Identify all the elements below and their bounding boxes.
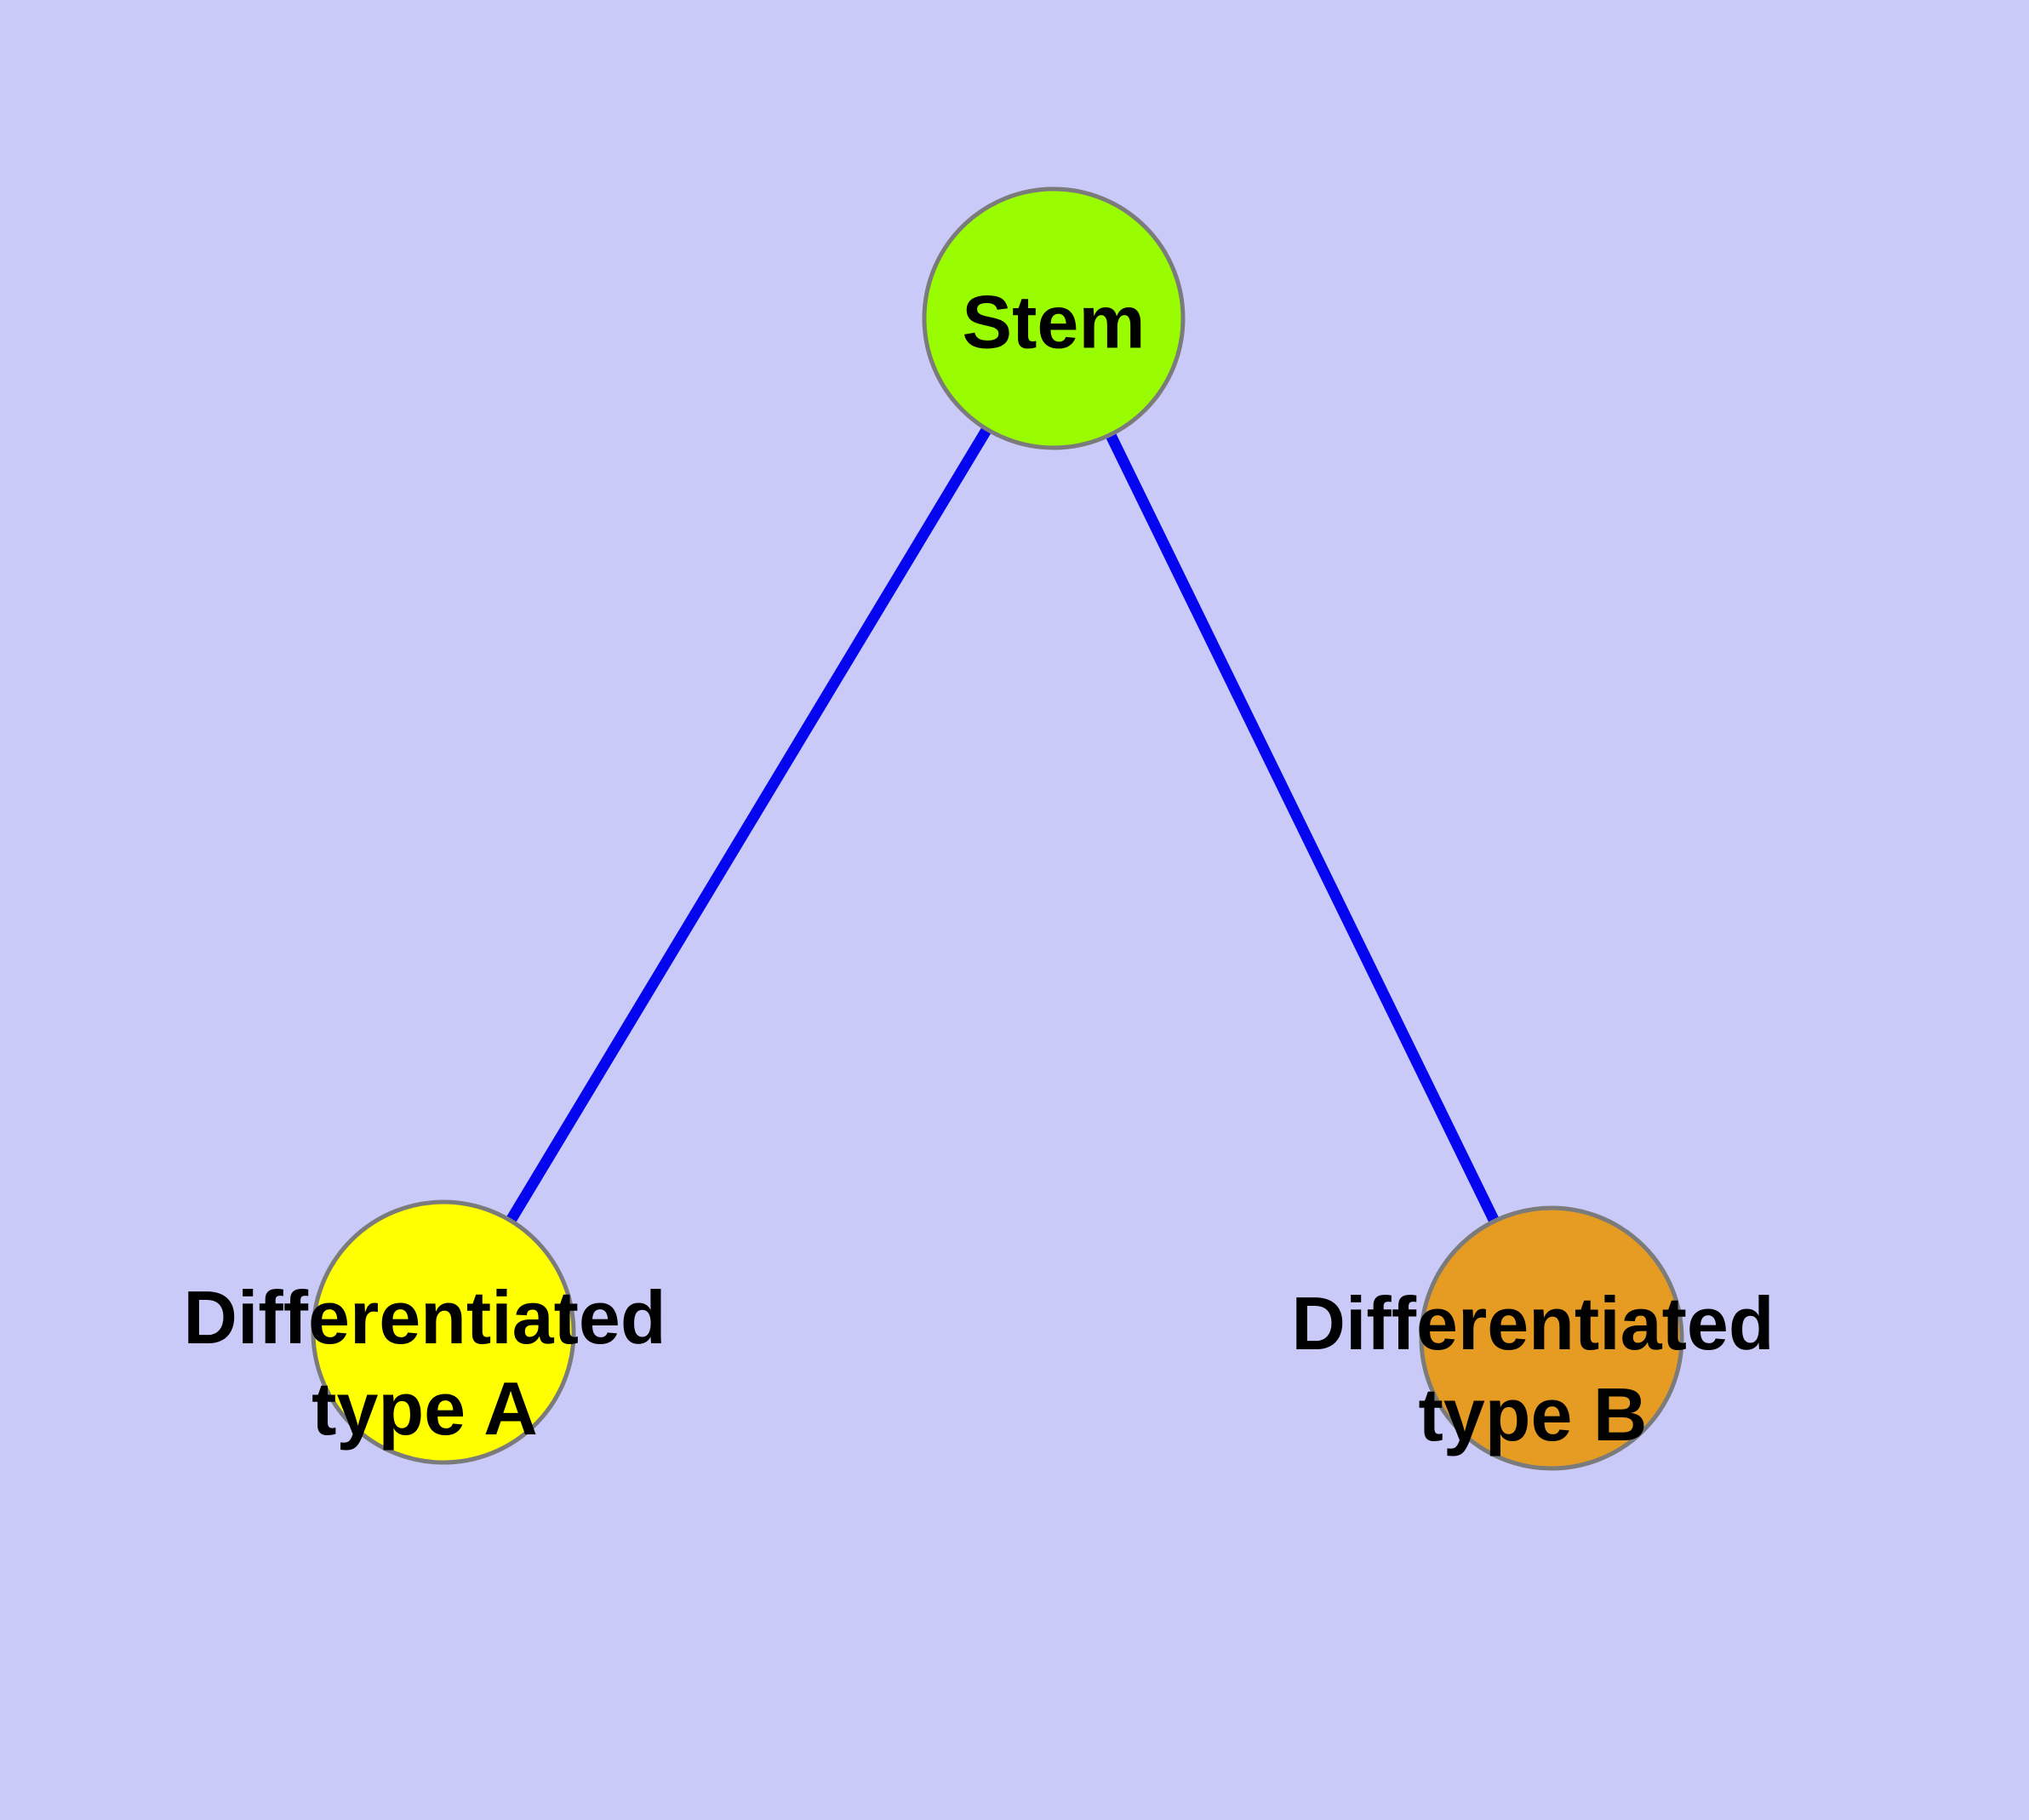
edge-stem-to-type-b (1049, 316, 1557, 1341)
edge-stem-to-type-a (438, 315, 1059, 1336)
node-differentiated-type-b[interactable] (1419, 1205, 1684, 1471)
node-differentiated-type-a[interactable] (311, 1199, 576, 1465)
node-stem[interactable] (922, 186, 1186, 450)
